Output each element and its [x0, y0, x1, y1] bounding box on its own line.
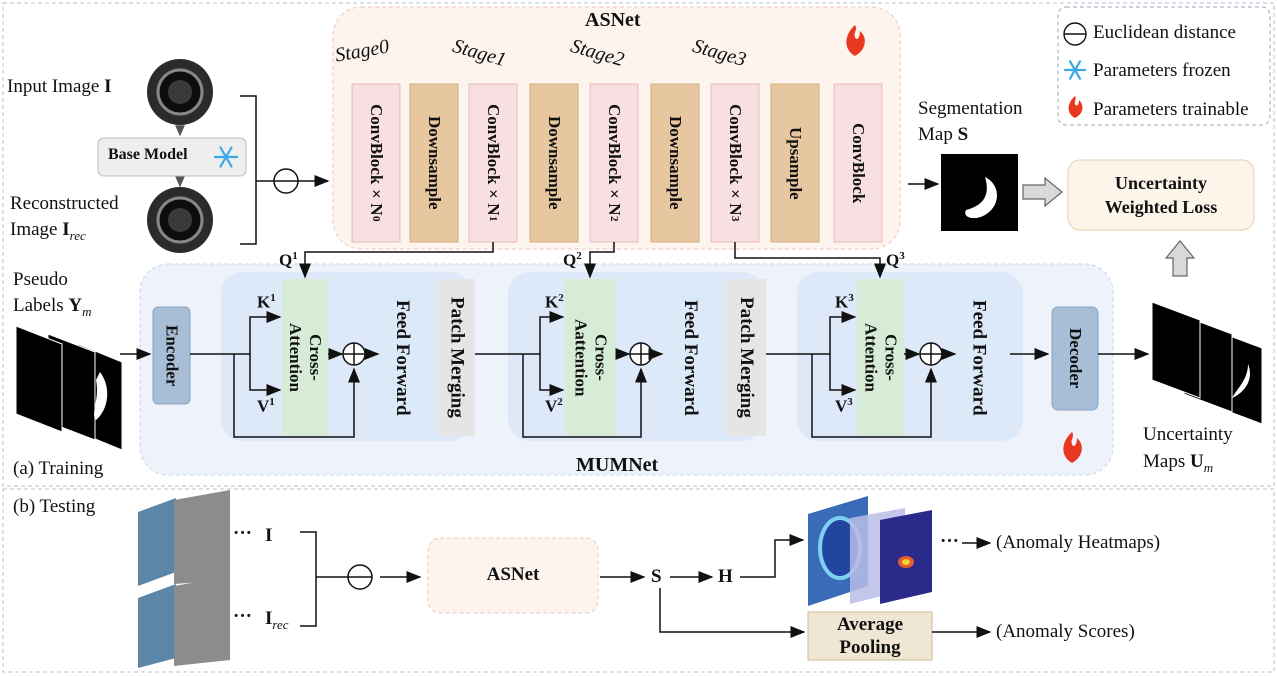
flame-icon	[1068, 96, 1083, 118]
v3-label: V3	[835, 396, 853, 416]
mumnet-flame-icon	[1063, 432, 1082, 463]
pseudo-label-2: Labels Ym	[13, 295, 92, 319]
cross-attention-2	[565, 279, 616, 436]
q3-label: Q3	[886, 250, 905, 270]
cross-attention-1	[282, 279, 328, 436]
heatmaps-label: (Anomaly Heatmaps)	[996, 532, 1161, 553]
patch-merging-1	[438, 279, 475, 436]
testing-frame	[2, 488, 1275, 673]
test-h-label: H	[718, 566, 733, 587]
segmentation-label-2: Map S	[918, 124, 969, 145]
asnet-flame-icon	[846, 25, 865, 56]
training-frame	[2, 2, 1275, 487]
decoder-label: Decoder	[1066, 328, 1085, 389]
training-label: (a) Training	[13, 458, 104, 479]
base-model-snowflake-icon	[213, 146, 239, 168]
cross-attention-2-label: Cross- Aattention	[571, 318, 611, 397]
pooling-line-1: Average	[836, 614, 904, 635]
test-image-i-stack	[138, 490, 230, 586]
feed-forward-1	[380, 279, 424, 436]
feed-forward-1-label: Feed Forward	[392, 299, 413, 416]
test-irec-label: Irec	[265, 608, 289, 632]
legend-box	[1057, 6, 1271, 126]
uncertainty-label-2: Maps Um	[1143, 451, 1214, 475]
v2-label: V2	[545, 396, 563, 416]
base-model-label: Base Model	[108, 146, 188, 163]
v1-label: V1	[257, 396, 275, 416]
test-image-irec-stack	[138, 576, 230, 668]
test-i-label: I	[265, 525, 273, 546]
seg-to-loss-arrow	[1022, 176, 1063, 208]
base-model-box	[97, 137, 247, 177]
snowflake-icon	[1063, 60, 1087, 80]
legend-frozen: Parameters frozen	[1093, 60, 1231, 81]
testing-label: (b) Testing	[13, 496, 96, 517]
encoder-label: Encoder	[162, 324, 182, 387]
reconstructed-label-2: Image Irec	[10, 219, 86, 243]
heatmap-dots: ···	[940, 531, 960, 552]
asnet-block-1: Downsample	[425, 116, 444, 210]
reconstructed-label-1: Reconstructed	[10, 193, 119, 214]
asnet-blocks	[351, 83, 883, 243]
patch-merging-1-label: Patch Merging	[446, 297, 468, 418]
pseudo-labels-stack	[15, 325, 123, 451]
test-dots-2: ···	[233, 606, 253, 627]
cross-attention-3-label: Cross- Attention	[861, 323, 901, 392]
mumnet-title: MUMNet	[576, 454, 659, 476]
q1-label: Q1	[279, 250, 298, 270]
encoder-box	[152, 306, 191, 405]
feed-forward-3	[957, 279, 1000, 436]
test-dots-1: ···	[233, 523, 253, 544]
legend-trainable: Parameters trainable	[1093, 99, 1249, 120]
patch-merging-2	[726, 279, 766, 436]
k2-label: K2	[545, 292, 564, 312]
asnet-block-7: Upsample	[786, 126, 805, 200]
asnet-title: ASNet	[585, 9, 641, 31]
patch-merging-2-label: Patch Merging	[736, 297, 757, 418]
legend-euclidean: Euclidean distance	[1093, 22, 1236, 43]
loss-line-1: Uncertainty	[1115, 173, 1207, 193]
cross-attention-3	[857, 279, 904, 436]
test-asnet-box	[427, 537, 599, 614]
k1-label: K1	[257, 292, 276, 312]
loss-line-2: Weighted Loss	[1104, 197, 1218, 217]
scores-label: (Anomaly Scores)	[996, 621, 1135, 642]
pooling-line-2: Pooling	[839, 637, 901, 658]
feed-forward-2-label: Feed Forward	[680, 299, 701, 416]
average-pooling-box	[807, 611, 933, 661]
segmentation-map-thumb	[941, 154, 1018, 231]
uncertainty-to-loss-arrow	[1164, 240, 1196, 277]
uncertainty-maps-stack	[1151, 301, 1263, 425]
test-s-label: S	[651, 566, 662, 587]
input-image-label: Input Image I	[7, 76, 112, 97]
pseudo-label-1: Pseudo	[13, 269, 68, 290]
cross-attention-1-label: Cross- Attention	[286, 323, 325, 392]
feed-forward-2	[664, 279, 716, 436]
loss-box	[1067, 159, 1255, 231]
segmentation-label-1: Segmentation	[918, 98, 1023, 119]
heatmap-stack	[808, 496, 932, 606]
asnet-block-3: Downsample	[545, 116, 564, 210]
feed-forward-3-label: Feed Forward	[968, 299, 990, 416]
asnet-block-8: ConvBlock	[849, 122, 868, 204]
k3-label: K3	[835, 292, 854, 312]
asnet-block-5: Downsample	[666, 116, 685, 210]
q2-label: Q2	[563, 250, 582, 270]
uncertainty-label-1: Uncertainty	[1143, 424, 1233, 445]
test-asnet-label: ASNet	[486, 564, 540, 585]
decoder-box	[1051, 306, 1099, 411]
